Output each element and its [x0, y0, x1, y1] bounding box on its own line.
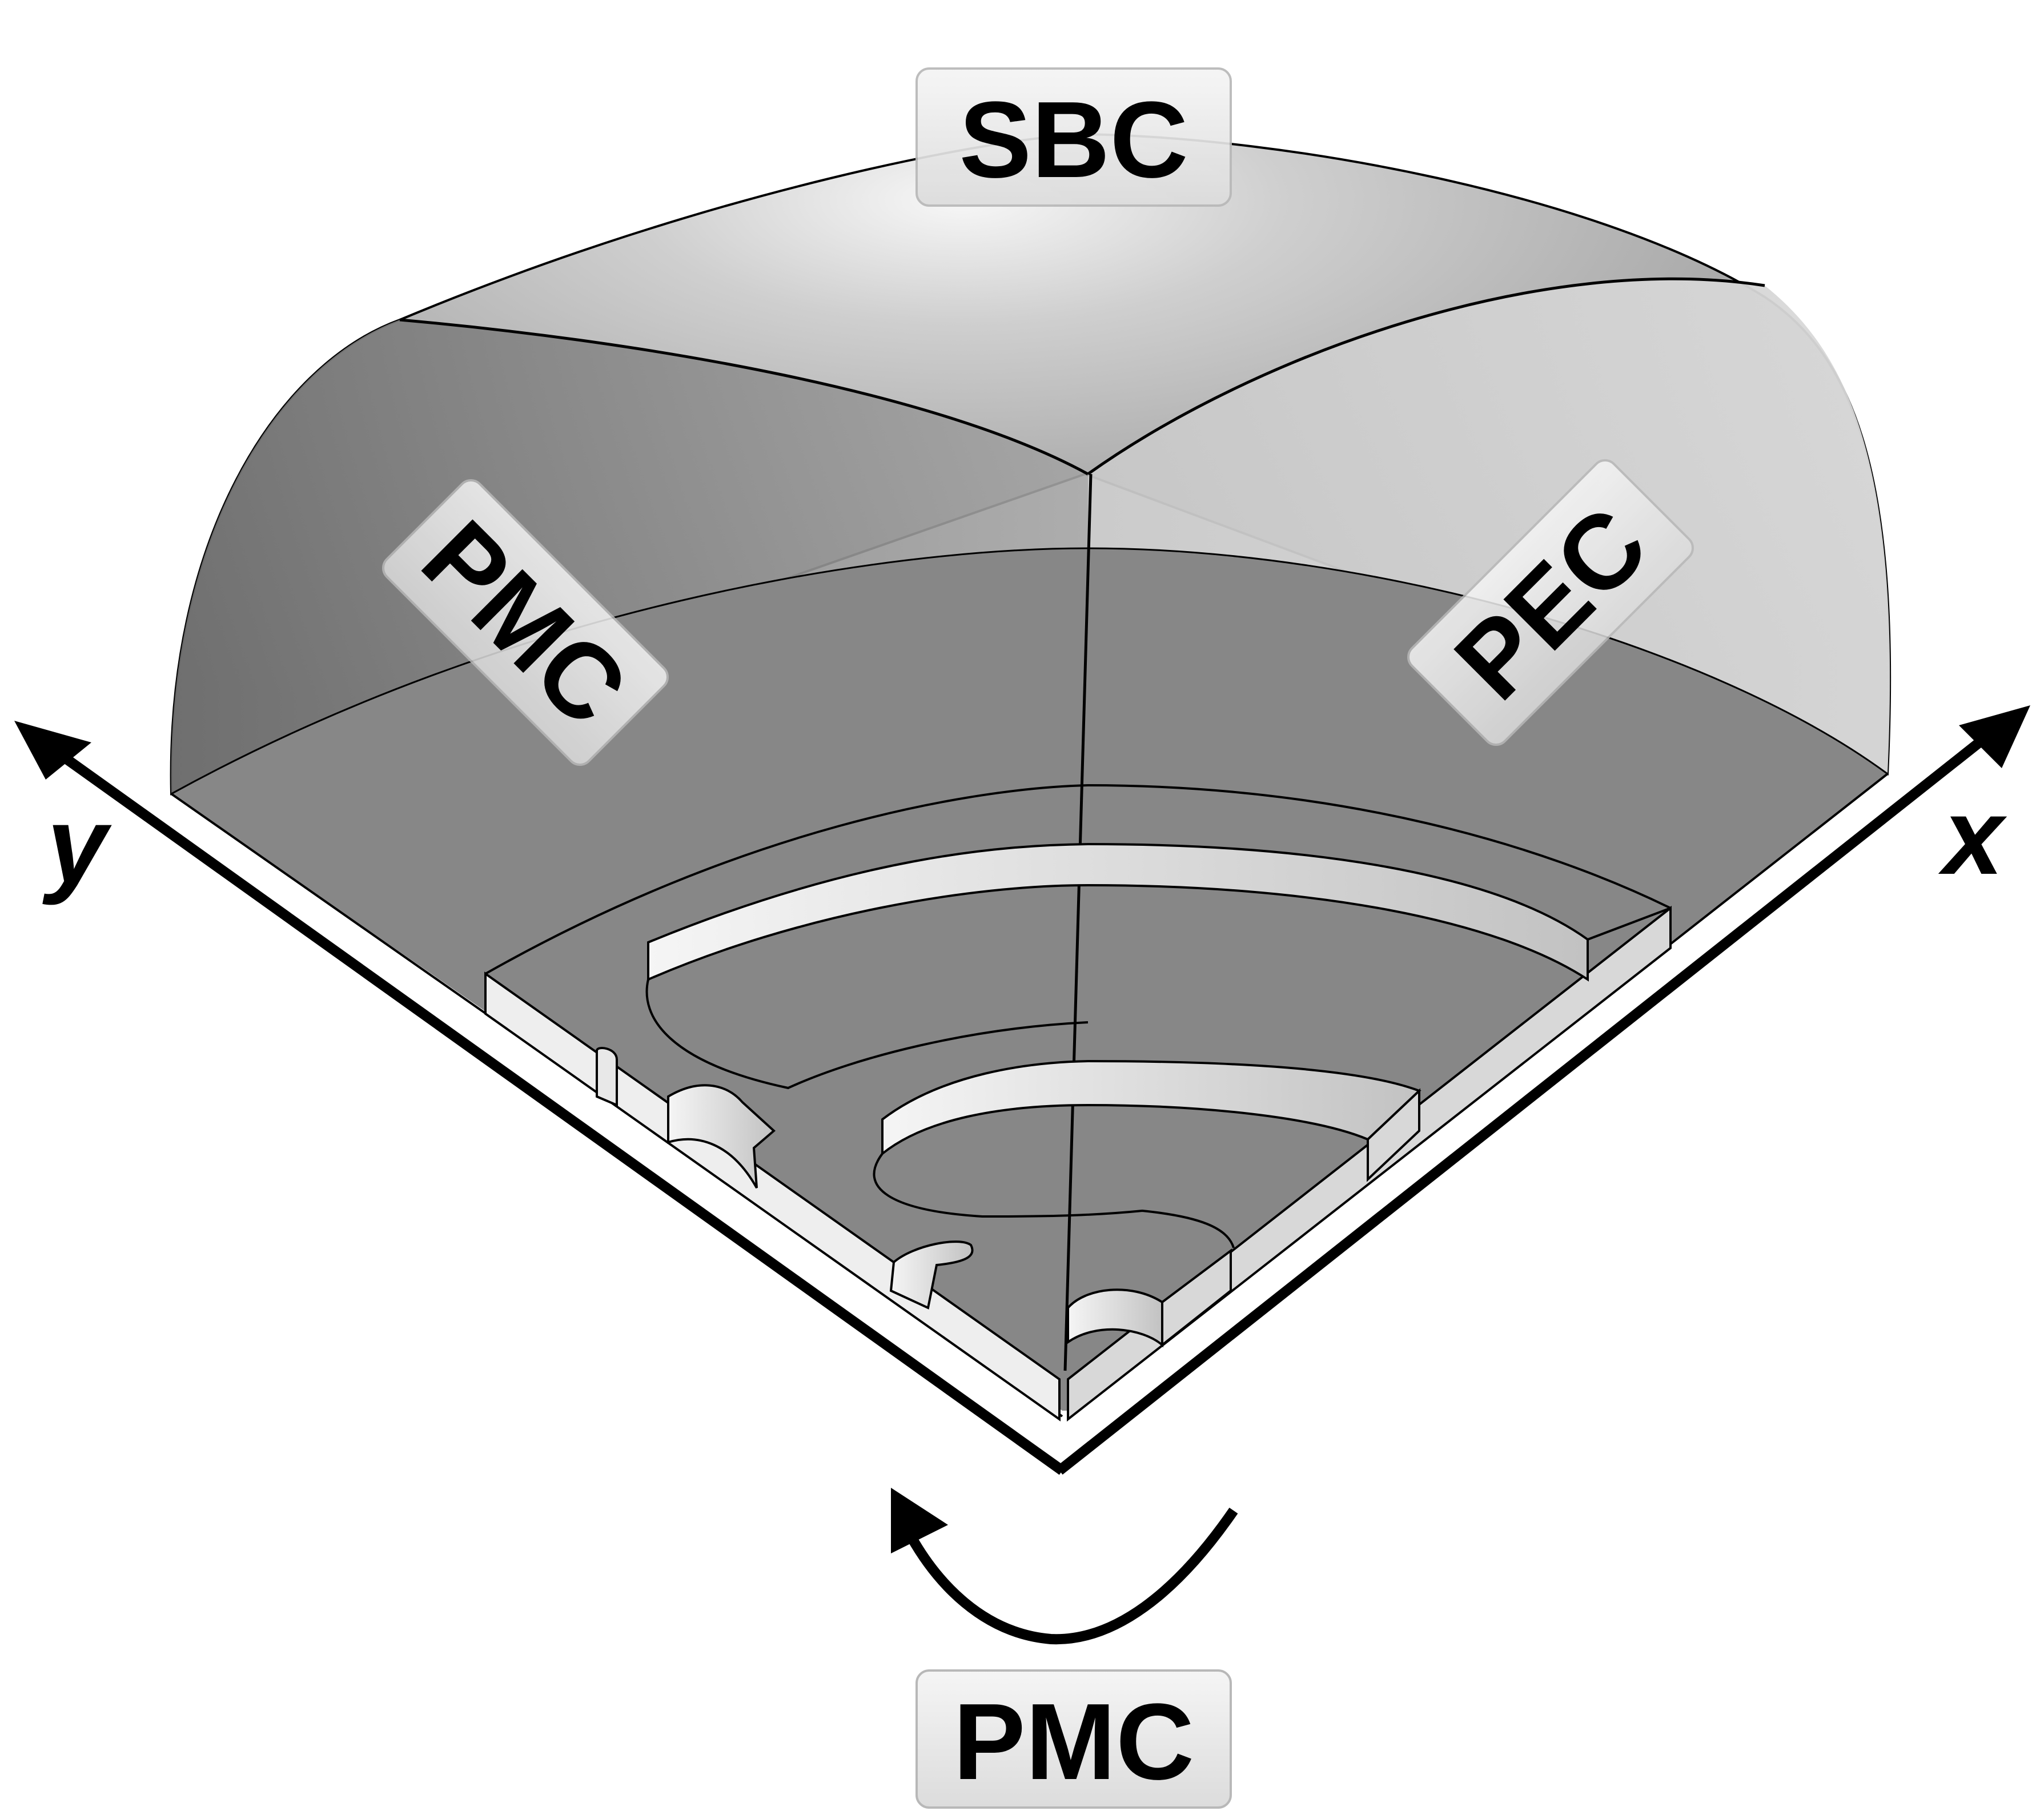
- hook-slot: [889, 1240, 974, 1310]
- center-feed-face: [1161, 1248, 1232, 1348]
- y-axis-arrowhead: [14, 721, 91, 780]
- rotation-arrow: [891, 1488, 1238, 1645]
- dome-vertical-seam: [1063, 473, 1093, 1371]
- label-bottom-box: PMC: [915, 1669, 1232, 1809]
- outer-ring-slot-rim: [1587, 907, 1671, 979]
- inner-ring-inner-curve: [873, 1153, 1235, 1248]
- x-axis-line: [1056, 718, 2008, 1475]
- label-sbc: SBC: [959, 79, 1188, 200]
- axes: y x: [14, 705, 2030, 1475]
- rotation-arrow-curve: [906, 1507, 1238, 1645]
- dome-right-ridge: [1087, 277, 1765, 476]
- inner-ring-slot-face: [1367, 1088, 1420, 1182]
- left-notch: [667, 1084, 776, 1188]
- x-axis-label: x: [1938, 776, 2007, 897]
- outer-ring-inner-curve: [645, 979, 1089, 1090]
- label-bottom: PMC: [953, 1681, 1194, 1802]
- substrate-left-face: [484, 971, 1061, 1422]
- y-axis-line: [28, 729, 1066, 1475]
- rotation-arrowhead-icon: [891, 1488, 948, 1553]
- small-pin: [596, 1047, 618, 1107]
- substrate: [484, 784, 1672, 1422]
- y-axis-label: y: [42, 785, 112, 906]
- dome: [170, 132, 1892, 1418]
- x-axis-arrowhead: [1959, 705, 2030, 768]
- label-sbc-box: SBC: [915, 67, 1232, 207]
- floor-plane: [171, 548, 1888, 1411]
- substrate-top-outline: [485, 784, 1671, 975]
- dome-left-ridge: [399, 318, 1089, 476]
